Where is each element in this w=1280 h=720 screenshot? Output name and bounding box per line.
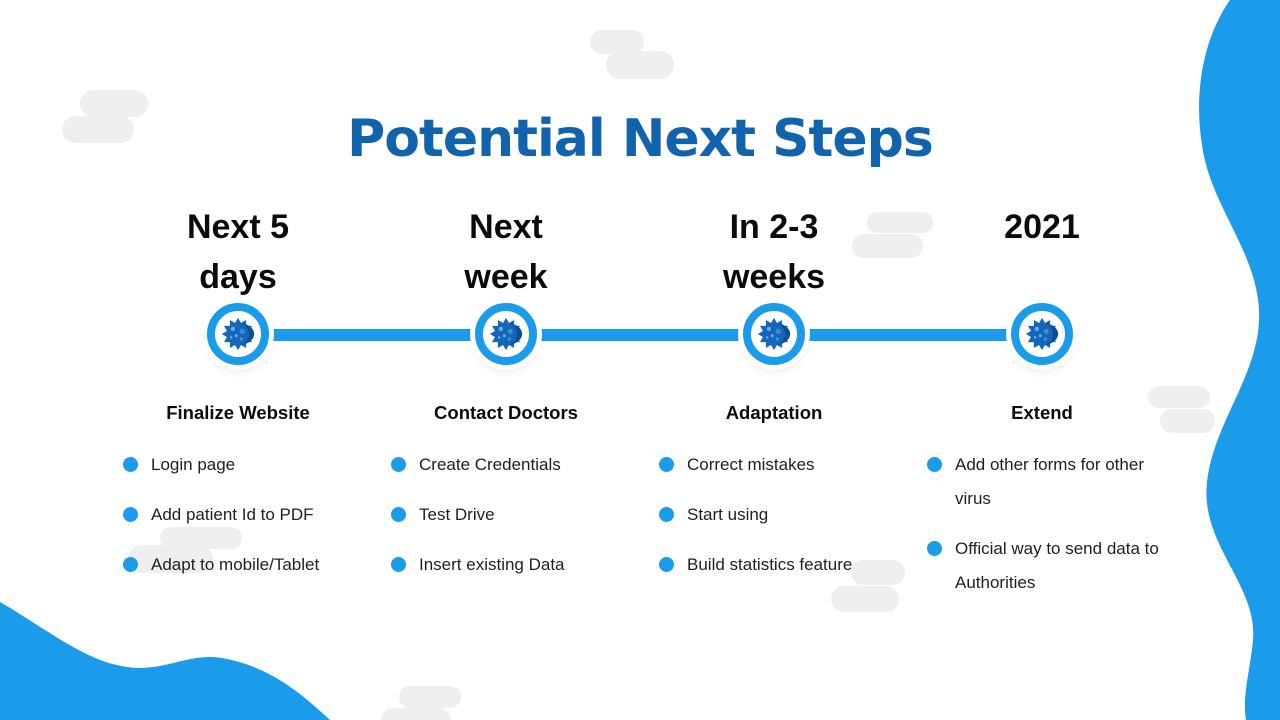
timeline [104, 303, 1176, 367]
dot-icon [659, 557, 674, 572]
list-item: Add other forms for other virus [927, 448, 1162, 516]
dot-icon [391, 457, 406, 472]
page-title: Potential Next Steps [347, 108, 934, 169]
cloud-shape [128, 525, 243, 575]
milestone-date: 2021 [908, 202, 1176, 302]
timeline-marker [207, 303, 269, 365]
milestone-date: Next 5 days [104, 202, 372, 302]
list-item-label: Test Drive [419, 505, 495, 524]
list-item: Login page [123, 448, 358, 482]
list-item: Official way to send data to Authorities [927, 532, 1162, 600]
list-item: Correct mistakes [659, 448, 894, 482]
timeline-dates-row: Next 5 days Next week In 2-3 weeks 2021 [104, 202, 1176, 302]
timeline-node [372, 303, 640, 367]
dot-icon [659, 457, 674, 472]
dot-icon [391, 507, 406, 522]
timeline-marker [475, 303, 537, 365]
list-item-label: Correct mistakes [687, 455, 815, 474]
milestone-date-line: weeks [722, 258, 826, 296]
dot-icon [123, 557, 138, 572]
milestone-date-line: week [464, 258, 548, 296]
dot-icon [927, 457, 942, 472]
list-item: Test Drive [391, 498, 626, 532]
milestone-heading: Extend [1011, 402, 1073, 423]
dot-icon [123, 507, 138, 522]
milestone-date-line: days [199, 258, 277, 296]
timeline-node [640, 303, 908, 367]
list-item: Start using [659, 498, 894, 532]
dot-icon [123, 457, 138, 472]
timeline-node [908, 303, 1176, 367]
milestone-date-line: Next 5 [186, 208, 290, 246]
timeline-marker [743, 303, 805, 365]
milestone-heading: Contact Doctors [434, 402, 578, 423]
list-item-label: Add patient Id to PDF [151, 505, 314, 524]
list-item: Create Credentials [391, 448, 626, 482]
cloud-shape [62, 88, 154, 146]
list-item-label: Create Credentials [419, 455, 561, 474]
cloud-shape [588, 28, 680, 82]
dot-icon [391, 557, 406, 572]
milestone-date-line: Next [469, 208, 543, 246]
virus-icon [1025, 317, 1059, 351]
milestone-date: In 2-3 weeks [640, 202, 908, 302]
virus-icon [221, 317, 255, 351]
list-item-label: Add other forms for other virus [955, 455, 1144, 508]
cloud-shape [381, 684, 465, 720]
list-item-label: Login page [151, 455, 236, 474]
virus-icon [489, 317, 523, 351]
list-item: Build statistics feature [659, 548, 894, 582]
milestone-date: Next week [372, 202, 640, 302]
milestone-date-line: In 2-3 [729, 208, 819, 246]
milestone-heading: Finalize Website [166, 402, 310, 423]
milestone-heading: Adaptation [725, 402, 823, 423]
list-item-label: Start using [687, 505, 769, 524]
dot-icon [927, 541, 942, 556]
dot-icon [659, 507, 674, 522]
list-item-label: Official way to send data to Authorities [955, 539, 1159, 592]
timeline-marker [1011, 303, 1073, 365]
list-item: Add patient Id to PDF [123, 498, 358, 532]
list-item-label: Insert existing Data [419, 555, 565, 574]
list-item: Adapt to mobile/Tablet [123, 548, 358, 582]
cloud-shape [852, 210, 938, 260]
virus-icon [757, 317, 791, 351]
list-item-label: Build statistics feature [687, 555, 853, 574]
list-item-label: Adapt to mobile/Tablet [151, 555, 320, 574]
cloud-shape [831, 558, 909, 614]
timeline-line [238, 329, 1042, 341]
list-item: Insert existing Data [391, 548, 626, 582]
timeline-node [104, 303, 372, 367]
milestone-date-line: 2021 [1004, 208, 1080, 246]
